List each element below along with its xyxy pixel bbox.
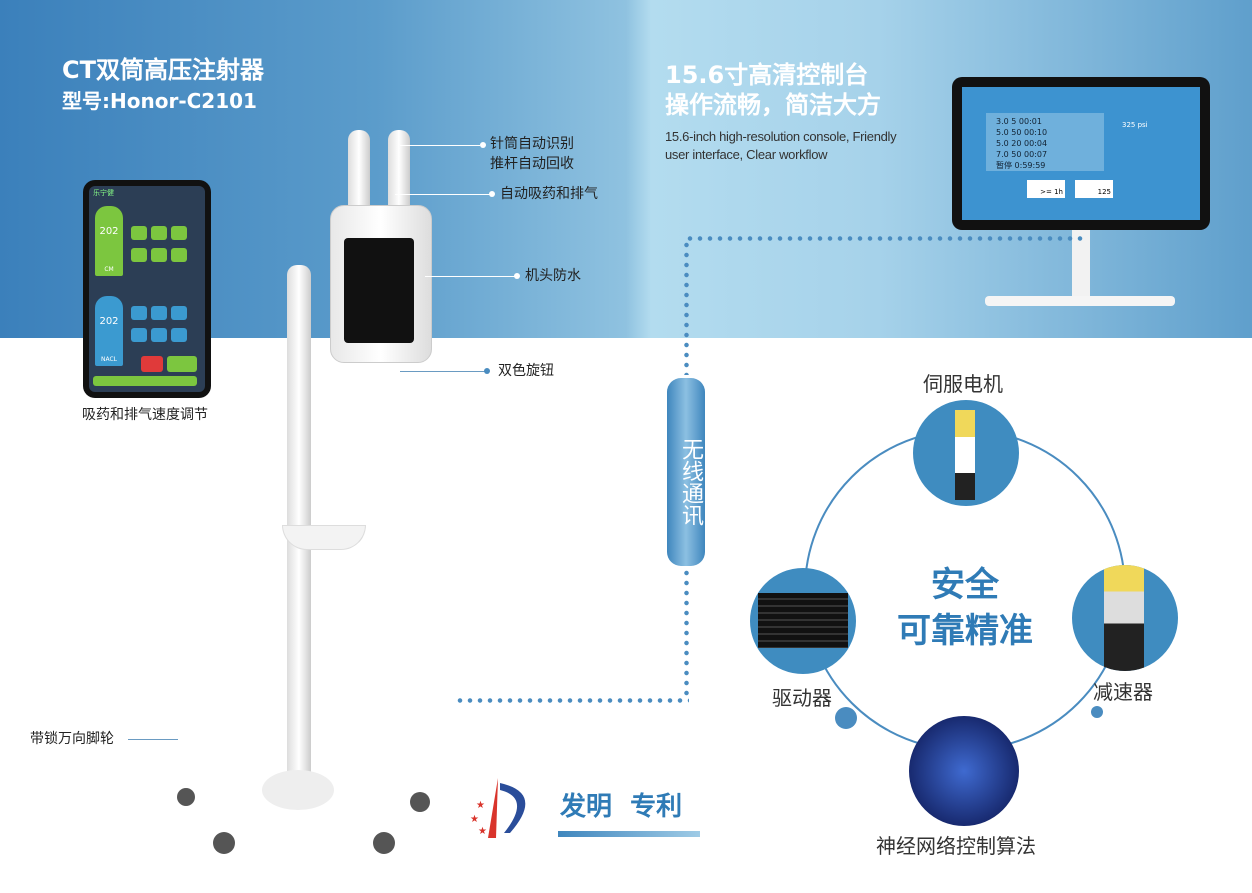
syringe-left <box>348 130 370 210</box>
callout-dot <box>489 191 495 197</box>
connector-dots <box>684 568 689 700</box>
svg-text:★: ★ <box>470 814 479 825</box>
ring-dot <box>835 707 857 729</box>
callout-line <box>395 194 490 195</box>
console-screen[interactable]: 3.0 5 00:01 5.0 50 00:10 5.0 20 00:04 7.… <box>962 87 1200 220</box>
connector-dots <box>455 698 689 703</box>
callout-line <box>425 276 515 277</box>
callout-dot <box>514 273 520 279</box>
patent-logo-icon: ★★★ <box>470 778 526 838</box>
up-button-b[interactable] <box>131 306 147 320</box>
product-model: 型号:Honor-C2101 <box>62 89 257 113</box>
console-subtitle: 15.6-inch high-resolution console, Frien… <box>665 129 897 162</box>
fast-down-button-a[interactable] <box>151 248 167 262</box>
console-row: 3.0 5 00:01 <box>996 117 1042 126</box>
callout-syringe-recognition: 针筒自动识别推杆自动回收 <box>490 136 574 172</box>
tray <box>282 525 366 550</box>
caster-wheel <box>177 788 195 806</box>
syringe-b-volume: 202 <box>99 316 119 327</box>
fastest-up-button-a[interactable] <box>171 226 187 240</box>
console-count-card: 125 <box>1075 180 1113 198</box>
console-pause: 暂停 0:59:59 <box>996 161 1046 170</box>
fast-up-button-b[interactable] <box>151 306 167 320</box>
patent-label: 发明 专利 <box>560 792 683 822</box>
stop-button[interactable] <box>141 356 163 372</box>
phone-caption: 吸药和排气速度调节 <box>82 407 208 423</box>
product-title: CT双筒高压注射器 <box>62 56 264 84</box>
callout-line <box>128 739 178 740</box>
callout-dot <box>484 368 490 374</box>
console-pressure: 325 psi <box>1122 121 1148 129</box>
svg-text:★: ★ <box>476 800 485 811</box>
callout-dot <box>480 142 486 148</box>
monitor-base <box>985 296 1175 306</box>
console-row: 5.0 50 00:10 <box>996 128 1048 137</box>
phone-brand: 乐宁健 <box>93 189 114 197</box>
fastest-down-button-a[interactable] <box>171 248 187 262</box>
patent-underline <box>558 831 700 837</box>
syringe-a-volume: 202 <box>99 226 119 237</box>
injector-head <box>330 205 432 363</box>
console-protocol-table: 3.0 5 00:01 5.0 50 00:10 5.0 20 00:04 7.… <box>986 113 1104 171</box>
connector-dots <box>685 236 1085 241</box>
up-button-a[interactable] <box>131 226 147 240</box>
svg-text:★: ★ <box>478 826 487 837</box>
connector-dots <box>684 240 689 375</box>
console-time-card: >= 1h <box>1027 180 1065 198</box>
console-monitor: 3.0 5 00:01 5.0 50 00:10 5.0 20 00:04 7.… <box>952 77 1210 230</box>
stand-base <box>262 770 334 810</box>
callout-auto-fill: 自动吸药和排气 <box>500 186 598 202</box>
console-row: 7.0 50 00:07 <box>996 150 1048 159</box>
core-slogan: 安全可靠精准 <box>897 565 1033 651</box>
injector-screen[interactable] <box>344 238 414 343</box>
fastest-up-button-b[interactable] <box>171 306 187 320</box>
fast-up-button-a[interactable] <box>151 226 167 240</box>
syringe-a-label: CM <box>104 266 114 273</box>
fastest-down-button-b[interactable] <box>171 328 187 342</box>
syringe-right <box>388 130 410 210</box>
console-title: 15.6寸高清控制台操作流畅，简洁大方 <box>665 61 881 119</box>
syringe-b-label: NACL <box>100 356 118 363</box>
callout-line <box>400 371 485 372</box>
neural-network-image <box>909 716 1019 826</box>
ring-dot <box>1091 706 1103 718</box>
fast-down-button-b[interactable] <box>151 328 167 342</box>
callout-knob: 双色旋钮 <box>498 363 554 379</box>
down-button-a[interactable] <box>131 248 147 262</box>
node-label-reducer: 减速器 <box>1093 680 1153 704</box>
start-button[interactable] <box>167 356 197 372</box>
reducer-image <box>1072 565 1178 671</box>
caster-wheel <box>213 832 235 854</box>
callout-line <box>400 145 480 146</box>
nav-bar[interactable] <box>93 376 197 386</box>
node-label-driver: 驱动器 <box>772 686 832 710</box>
servo-motor-image <box>913 400 1019 506</box>
down-button-b[interactable] <box>131 328 147 342</box>
console-row: 5.0 20 00:04 <box>996 139 1048 148</box>
caster-wheel <box>373 832 395 854</box>
node-label-neural-network: 神经网络控制算法 <box>876 834 1036 858</box>
callout-waterproof: 机头防水 <box>525 268 581 284</box>
driver-image <box>750 568 856 674</box>
node-label-servo: 伺服电机 <box>923 372 1003 396</box>
wireless-badge: 无线通讯 <box>667 378 705 566</box>
callout-casters: 带锁万向脚轮 <box>30 731 114 747</box>
monitor-stand <box>1072 230 1090 298</box>
caster-wheel <box>410 792 430 812</box>
